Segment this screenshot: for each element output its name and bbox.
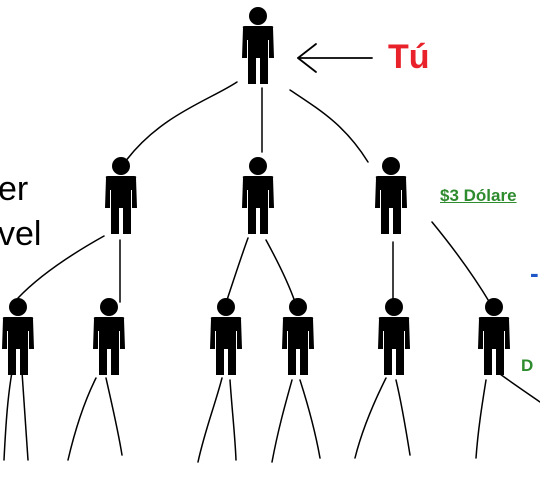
- connector-line: [105, 377, 123, 456]
- connector-line: [265, 239, 296, 303]
- connector-line: [289, 89, 369, 163]
- connector-line: [17, 235, 105, 299]
- connector-line: [229, 379, 237, 461]
- connector-line: [431, 221, 491, 304]
- money-label: $3 Dólare: [440, 186, 517, 205]
- person-icon: [2, 298, 34, 375]
- connector-line: [3, 371, 13, 461]
- connector-line: [271, 379, 293, 463]
- arrow-left-icon: [297, 43, 373, 73]
- money-label-2: D: [521, 356, 534, 375]
- person-icon: [478, 298, 510, 375]
- connector-line: [299, 379, 321, 459]
- level-label-line-1: er: [0, 170, 29, 208]
- connector-line: [395, 379, 411, 456]
- person-icon: [93, 298, 125, 375]
- blue-dash: -: [530, 258, 539, 288]
- person-icon: [242, 157, 274, 234]
- connector-line: [224, 237, 249, 307]
- you-label: Tú: [388, 38, 430, 76]
- connector-line: [197, 377, 223, 463]
- connector-line: [21, 371, 29, 461]
- person-icon: [210, 298, 242, 375]
- person-icon: [105, 157, 137, 234]
- connector-lines: [3, 81, 540, 463]
- connector-line: [67, 377, 97, 461]
- level-label-line-2: vel: [0, 215, 42, 253]
- connector-line: [475, 379, 487, 459]
- person-icon: [378, 298, 410, 375]
- person-icon: [282, 298, 314, 375]
- connector-line: [124, 81, 238, 163]
- connector-line: [354, 377, 387, 459]
- person-icon-you: [242, 7, 274, 84]
- connector-line: [499, 373, 540, 403]
- person-icon: [375, 157, 407, 234]
